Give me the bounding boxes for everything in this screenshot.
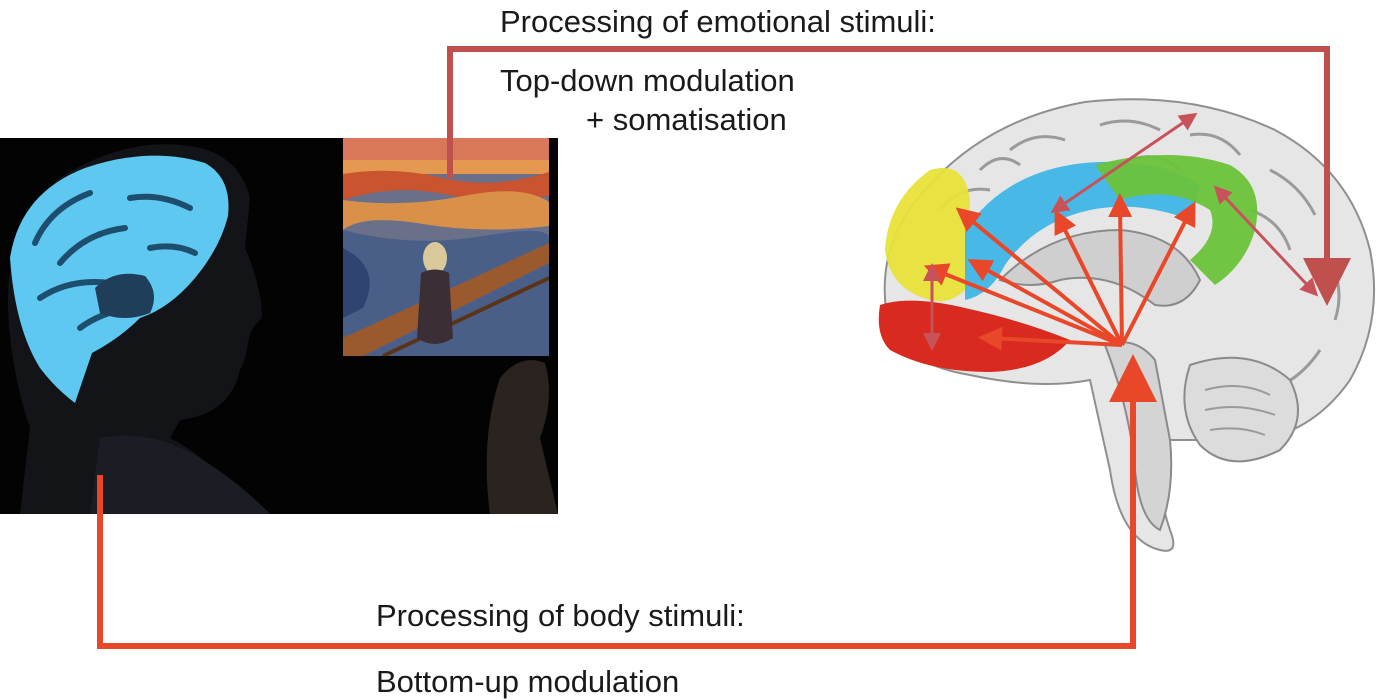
cortical-topdown-arrows [923, 112, 1319, 351]
somatisation-label: + somatisation [586, 102, 787, 137]
bottomup-arrow [97, 354, 1157, 649]
bottomup-modulation-label: Bottom-up modulation [376, 664, 680, 699]
topdown-modulation-label: Top-down modulation [500, 63, 795, 98]
body-stimuli-title: Processing of body stimuli: [376, 598, 745, 633]
scream-painting-image [343, 138, 550, 358]
internal-arrows [923, 193, 1196, 351]
emotional-stimuli-title: Processing of emotional stimuli: [500, 4, 936, 39]
scream-painting-icon [343, 138, 550, 358]
topdown-arrow [447, 46, 1351, 306]
